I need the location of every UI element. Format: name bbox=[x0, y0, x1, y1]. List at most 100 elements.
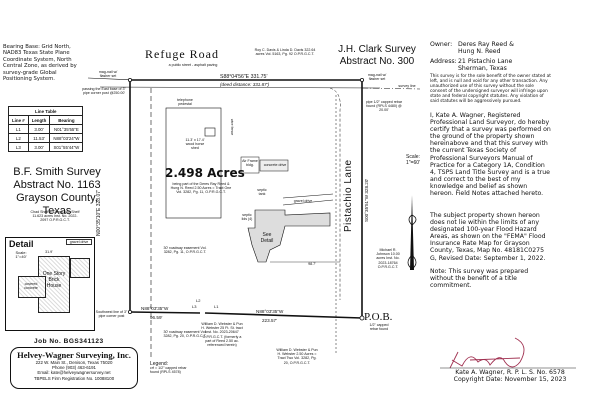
west-call: N00°35'10"E 328.07' bbox=[96, 190, 102, 236]
job-number: Job No. BGS341123 bbox=[34, 338, 104, 345]
survey-name: B.F. Smith Survey bbox=[13, 166, 101, 178]
south-dist-2: 223.57' bbox=[262, 318, 277, 323]
surveyor-name: Kate A. Wagner, R. P. L. S. No. 6578 bbox=[455, 369, 565, 376]
north-call: S88°04'56"E 331.75' bbox=[220, 74, 268, 80]
abstract-no: Abstract No. 300 bbox=[339, 56, 415, 67]
septic-lid-label: septic lids (4) bbox=[241, 213, 253, 222]
house-outline bbox=[247, 209, 331, 263]
certification: I, Kate A. Wagner, Registered Profession… bbox=[430, 112, 551, 198]
scale-label: Scale: bbox=[406, 154, 420, 160]
address-line1: 21 Pistachio Lane bbox=[458, 58, 513, 65]
flood-note: The subject property shown hereon does n… bbox=[430, 212, 546, 262]
south-boundary-2 bbox=[204, 312, 363, 319]
scale-block: Scale: 1"=60' bbox=[398, 154, 428, 166]
road-name: Refuge Road bbox=[145, 47, 219, 61]
barn-label: Air Frame bldg. bbox=[242, 159, 258, 168]
address-label: Address: bbox=[430, 58, 457, 65]
shed-label: 11.3' x 17.4' wood horse shed bbox=[185, 138, 205, 151]
concrete-label: concrete drive bbox=[263, 163, 287, 167]
house-label: One Story Brick House bbox=[42, 271, 66, 289]
mag-nail-nw: mag-nail w/ flasher set bbox=[98, 70, 118, 79]
lane-bearing: S00°35'51"W 328.20' bbox=[364, 178, 369, 222]
south-boundary-1 bbox=[129, 311, 201, 314]
cell: S01°55'44"W bbox=[49, 142, 84, 152]
dist-98-7: 98.7' bbox=[308, 262, 316, 266]
l1-label: L1 bbox=[214, 304, 219, 309]
south-call-2: N88°03'35"W bbox=[256, 309, 284, 314]
detail-scale: Scale: 1"=40' bbox=[15, 250, 27, 260]
neighbor-east: Michael R. Johnson 10.00 acres Inst. No.… bbox=[376, 248, 400, 269]
company-firm: TBPELS Firm Registration No. 10088100 bbox=[33, 375, 115, 381]
neighbor-west: Chad Shelf & Cheryl Ann Shelf 11.623 acr… bbox=[30, 210, 80, 223]
horse-shed bbox=[204, 127, 216, 137]
survey-line-label: survey line bbox=[398, 84, 416, 88]
road-edge-line bbox=[87, 77, 136, 81]
lane-edge-curve bbox=[329, 87, 341, 300]
pob-label: P.O.B. bbox=[364, 311, 393, 323]
gravel-label: gravel drive bbox=[293, 199, 313, 203]
owner-label: Owner: bbox=[430, 41, 453, 48]
easement-1-label: 30' roadway easement Vol. 3282, Pg. 11, … bbox=[163, 246, 207, 255]
pob-note: 1/2" capped rebar found bbox=[369, 323, 389, 332]
company-address: 222 W. Main St., Denison, Texas 75020 bbox=[35, 360, 113, 365]
nw-note: passing the East base of 3" pipe corner … bbox=[82, 87, 126, 96]
east-survey-label: J.H. Clark Survey Abstract No. 300 bbox=[335, 44, 419, 68]
scale-value: 1"=60' bbox=[406, 160, 420, 166]
acreage: 2.498 Acres bbox=[165, 166, 245, 180]
l2-label: L2 bbox=[196, 298, 201, 303]
sw-corner-marker bbox=[127, 309, 132, 314]
concrete-pad bbox=[259, 159, 289, 172]
detail-dim: 31.9' bbox=[45, 250, 53, 254]
owner-row: Owner: Deres Ray Reed & Hung N. Reed bbox=[430, 41, 595, 55]
fenced-area bbox=[165, 107, 222, 219]
survey-name: J.H. Clark Survey bbox=[338, 44, 416, 55]
neighbor-south-2: William D. Webster & Pun H. Webster 2.50… bbox=[276, 348, 318, 365]
detail-gravel: gravel drive bbox=[66, 239, 92, 246]
see-detail-label: See Detail bbox=[260, 232, 274, 244]
company-block: Helvey-Wagner Surveying, Inc. 222 W. Mai… bbox=[10, 347, 138, 389]
company-name: Helvey-Wagner Surveying, Inc. bbox=[17, 350, 131, 360]
l3-label: L3 bbox=[192, 304, 197, 309]
gravel-drive bbox=[282, 193, 334, 206]
owner-value: Deres Ray Reed & Hung N. Reed bbox=[458, 41, 514, 56]
survey-line bbox=[361, 87, 421, 90]
ne-pipe-note: pipe 1/2" capped rebar found (RPLS 4480)… bbox=[365, 100, 403, 113]
sw-note: Southwest line of 3" pipe corner post bbox=[95, 310, 128, 319]
west-survey-label: B.F. Smith Survey Abstract No. 1163 Gray… bbox=[4, 166, 110, 218]
detail-title: Detail bbox=[9, 239, 34, 249]
nw-corner-marker bbox=[127, 78, 132, 83]
barn bbox=[240, 156, 260, 174]
south-dist-1: 96.59' bbox=[150, 315, 163, 320]
detail-box: Detail Scale: 1"=40' gravel drive 31.9' … bbox=[5, 237, 95, 331]
company-phone: Phone (903) 463-6191 bbox=[52, 365, 96, 371]
deed-distance: (deed distance: 331.87') bbox=[220, 82, 270, 87]
signature-block: Kate A. Wagner, R. P. L. S. No. 6578 Cop… bbox=[442, 369, 578, 383]
covered-patio bbox=[18, 276, 46, 298]
wire-fence-label: wire fence bbox=[230, 118, 235, 136]
neighbor-south-1: William D. Webster & Pun H. Webster 25 F… bbox=[201, 322, 243, 348]
road-subtitle: a public street - asphalt paving bbox=[168, 63, 218, 67]
legend: Legend: crf = 1/2" capped rebar found (R… bbox=[150, 361, 194, 375]
acreage-note: being part of the Deres Ray Reed & Hung … bbox=[170, 182, 232, 195]
abstract-no: Abstract No. 1163 bbox=[13, 179, 101, 191]
bearing-base-note: Bearing Base: Grid North, NAD83 Texas St… bbox=[3, 44, 77, 83]
legend-title: Legend: bbox=[150, 361, 169, 367]
pob-marker bbox=[359, 315, 365, 321]
disclaimer: This survey is for the sole benefit of t… bbox=[430, 74, 551, 104]
lane-name: Pistachio Lane bbox=[343, 159, 354, 232]
mag-nail-ne: mag-nail w/ flasher set bbox=[367, 73, 387, 82]
ne-corner-marker bbox=[359, 78, 364, 83]
garage bbox=[70, 258, 90, 278]
easement-2-label: 30' roadway easement Vol. 3282, Pg. 20, … bbox=[163, 330, 207, 339]
copyright-date: Copyright Date: November 15, 2023 bbox=[453, 376, 567, 383]
telephone-label: telephone pedestal bbox=[177, 98, 193, 107]
covered-label: covered concrete bbox=[24, 282, 38, 291]
legend-item: crf = 1/2" capped rebar found (RPLS 4578… bbox=[150, 366, 187, 375]
cell: L3 bbox=[8, 142, 29, 152]
south-call-1: N88°03'35"W bbox=[141, 306, 169, 311]
